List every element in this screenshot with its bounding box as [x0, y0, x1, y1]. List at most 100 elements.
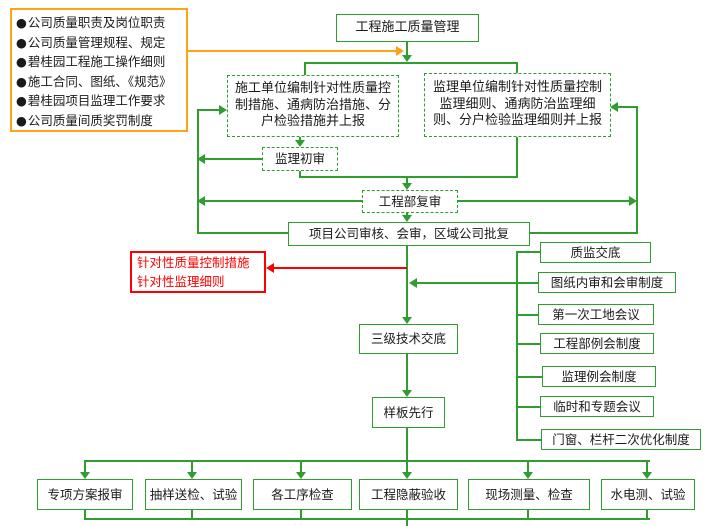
- reference-item-label: 公司质量间质奖罚制度: [27, 112, 153, 128]
- node-bottom-action: 各工序检查: [253, 479, 352, 510]
- arrowhead-left: [197, 196, 205, 206]
- node-institution: 门窗、栏杆二次优化制度: [541, 429, 701, 450]
- arrowhead-down: [187, 472, 197, 479]
- list-item: ●公司质量管理规程、规定: [16, 33, 184, 53]
- arrowhead-down: [402, 390, 412, 397]
- connector-deptreview-down-stub: [406, 213, 408, 216]
- node-company-approval: 项目公司审核、会审，区域公司批复: [288, 222, 530, 246]
- connector-bottom-horizontal: [84, 518, 650, 520]
- node-institution: 图纸内审和会审制度: [538, 272, 676, 293]
- connector-supervisor-down-stub: [516, 137, 518, 178]
- connector-bottom-stub: [300, 510, 302, 519]
- connector-deptreview-right: [458, 200, 630, 202]
- connector-deptreview-left: [204, 200, 362, 202]
- list-item: ●碧桂园工程施工操作细则: [16, 52, 184, 72]
- arrowhead-down: [80, 472, 90, 479]
- connector-institution-stub: [516, 343, 541, 345]
- connector-institution-stub: [516, 406, 541, 408]
- connector-institution-stub: [516, 314, 539, 316]
- node-contractor-prep: 施工单位编制针对性质量控制措施、通病防治措施、分户检验措施并上报: [227, 75, 399, 137]
- list-item: ●公司质量职责及岗位职责: [16, 13, 184, 33]
- node-title: 工程施工质量管理: [336, 14, 479, 42]
- node-institution: 第一次工地会议: [538, 304, 654, 325]
- connector-institution-stub: [516, 439, 542, 441]
- reference-item-label: 施工合同、图纸、《规范》: [27, 73, 172, 89]
- node-institution: 质监交底: [540, 242, 651, 263]
- reference-item-label: 公司质量管理规程、规定: [27, 34, 166, 50]
- arrowhead-down: [402, 215, 412, 222]
- node-supervisor-prep: 监理单位编制针对性质量控制监理细则、通病防治监理细则、分户检验监理细则并上报: [424, 73, 611, 137]
- connector-bottom-stub: [527, 510, 529, 519]
- connector-right-feedback-top: [617, 106, 637, 108]
- reference-item-label: 公司质量职责及岗位职责: [27, 15, 166, 30]
- node-institution: 监理例会制度: [542, 366, 656, 387]
- connector-bottom-stub: [646, 510, 648, 519]
- bullet-icon: ●: [16, 73, 27, 89]
- reference-item-label: 碧桂园工程施工操作细则: [27, 54, 166, 69]
- connector-dist-stub: [300, 462, 302, 473]
- connector-left-feedback-top: [197, 109, 220, 111]
- connector-source-orange: [188, 50, 397, 52]
- reference-item-label: 碧桂园项目监理工作要求: [27, 93, 166, 108]
- connector-bottom-tail: [406, 520, 408, 526]
- node-bottom-action: 抽样送检、试验: [145, 479, 242, 510]
- bullet-icon: ●: [16, 93, 27, 108]
- arrowhead-left-red: [266, 263, 274, 273]
- arrowhead-left: [409, 278, 417, 288]
- arrowhead-down: [402, 183, 412, 190]
- arrowhead-right-orange: [396, 46, 404, 56]
- connector-left-feedback-bottom: [197, 232, 289, 234]
- node-model-first: 样板先行: [372, 397, 445, 428]
- node-initial-review: 监理初审: [262, 147, 338, 171]
- connector-model-down: [406, 428, 408, 473]
- arrowhead-down: [296, 472, 306, 479]
- connector-review-horizontal: [299, 176, 518, 178]
- node-institution: 临时和专题会议: [540, 396, 654, 417]
- connector-institution-stub: [516, 251, 541, 253]
- list-item: ●施工合同、图纸、《规范》: [16, 72, 184, 92]
- connector-institution-stub: [516, 376, 543, 378]
- arrowhead-right: [629, 196, 637, 206]
- connector-left-feedback-vertical: [197, 109, 199, 234]
- connector-split-drop-left: [304, 62, 306, 76]
- connector-bottom-stub: [191, 510, 193, 519]
- connector-split-drop-right: [516, 62, 518, 74]
- node-tech-disclosure: 三级技术交底: [359, 324, 458, 354]
- connector-bottom-stub: [84, 510, 86, 519]
- bullet-icon: ●: [16, 54, 27, 69]
- connector-contractor-to-initial: [299, 137, 301, 141]
- node-bottom-action: 工程隐蔽验收: [359, 479, 458, 510]
- node-red-output: 针对性质量控制措施 针对性监理细则: [130, 251, 266, 293]
- connector-dist-stub: [527, 462, 529, 473]
- list-item: ●碧桂园项目监理工作要求: [16, 91, 184, 111]
- connector-right-feedback-vertical: [636, 106, 638, 234]
- bullet-icon: ●: [16, 112, 27, 128]
- arrowhead-down: [523, 472, 533, 479]
- connector-split-horizontal: [304, 62, 518, 64]
- node-institution: 工程部例会制度: [540, 333, 654, 354]
- node-bottom-action: 水电测、试验: [601, 479, 695, 510]
- arrowhead-down: [642, 472, 652, 479]
- connector-red-output: [273, 267, 407, 269]
- connector-approval-down: [406, 246, 408, 318]
- node-bottom-action: 专项方案报审: [37, 479, 133, 510]
- connector-dist-stub: [191, 462, 193, 473]
- reference-documents-box: ●公司质量职责及岗位职责 ●公司质量管理规程、规定 ●碧桂园工程施工操作细则 ●…: [10, 8, 188, 132]
- connector-distribution-horizontal: [84, 460, 650, 462]
- connector-initial-down-stub: [299, 171, 301, 178]
- arrowhead-left: [197, 154, 205, 164]
- connector-right-feedback-bottom: [529, 232, 638, 234]
- node-bottom-action: 现场测量、检查: [468, 479, 590, 510]
- node-dept-review: 工程部复审: [362, 190, 458, 213]
- arrowhead-right: [219, 105, 227, 115]
- connector-institutions-vertical: [516, 251, 518, 441]
- connector-tech-down: [406, 354, 408, 391]
- connector-title-stem: [406, 42, 408, 56]
- list-item: ●公司质量间质奖罚制度: [16, 111, 184, 131]
- arrowhead-left: [610, 102, 618, 112]
- bullet-icon: ●: [16, 34, 27, 50]
- connector-bottom-stub: [406, 510, 408, 519]
- connector-dist-stub: [646, 462, 648, 473]
- arrowhead-down: [402, 55, 412, 62]
